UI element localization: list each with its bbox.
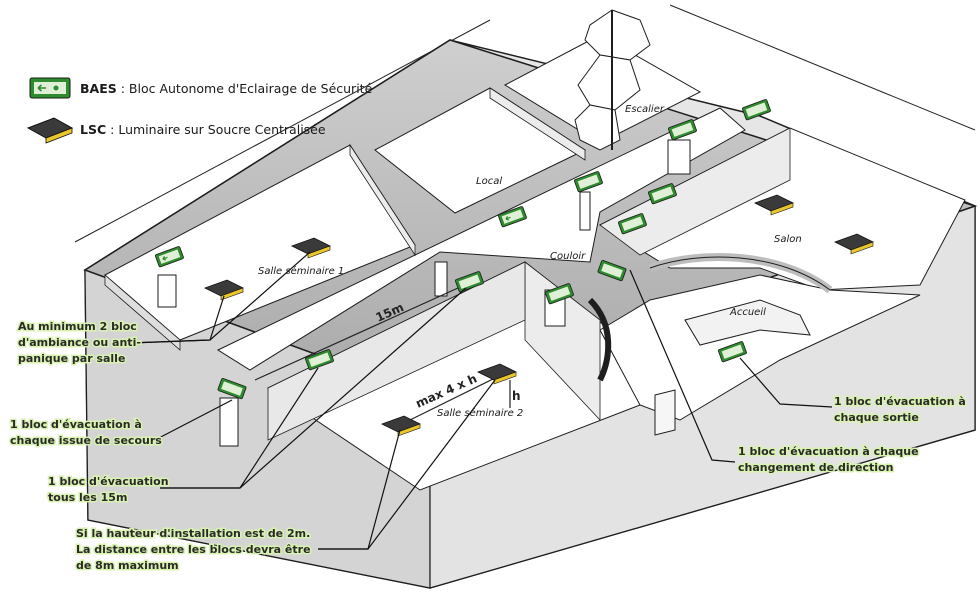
reception-desk [684, 299, 811, 346]
lsc-luminaire-icon [290, 237, 332, 259]
label-escalier: Escalier [625, 104, 665, 115]
door-salle1 [157, 274, 177, 308]
inner-wall-face-5 [267, 261, 526, 441]
lsc-luminaire-icon [753, 194, 795, 216]
room-couloir [216, 107, 746, 371]
baes-sign-icon [668, 119, 697, 141]
inner-wall-face-3 [489, 87, 586, 161]
label-couloir: Couloir [550, 251, 586, 262]
room-accueil [599, 274, 921, 421]
annotation-sortie: 1 bloc d'évacuation à chaque sortie [834, 395, 970, 424]
baes-sign-icon [545, 283, 574, 305]
curved-wall-accueil-edge [649, 256, 831, 291]
leader-lines [129, 251, 833, 550]
baes-sign-icon [742, 99, 771, 121]
entrance-door [654, 389, 676, 436]
lsc-luminaire-icon [380, 415, 422, 437]
baes-sign-icon [597, 260, 627, 282]
legend-lsc: LSC : Luminaire sur Soucre Centralisée [80, 122, 326, 137]
baes-sign-icon [455, 271, 484, 293]
door-salle2 [434, 261, 448, 297]
lsc-luminaire-icon [833, 233, 875, 255]
lsc-luminaire-icon [26, 117, 74, 144]
annotation-issue-secours: 1 bloc d'évacuation à chaque issue de se… [10, 418, 162, 447]
label-accueil: Accueil [729, 307, 766, 318]
baes-sign-icon [155, 246, 184, 268]
label-salle-seminaire-1: Salle séminaire 1 [258, 265, 344, 277]
label-salon: Salon [774, 234, 802, 245]
baes-sign-icon [574, 171, 603, 193]
door-escalier [667, 139, 691, 175]
legend-baes: BAES : Bloc Autonome d'Eclairage de Sécu… [80, 81, 373, 96]
legend: BAES : Bloc Autonome d'Eclairage de Sécu… [26, 77, 373, 144]
inner-wall-face-2 [349, 143, 416, 257]
door-emergency-exit [219, 397, 239, 447]
baes-sign-icon [718, 341, 747, 363]
inner-wall-face-6 [599, 127, 791, 256]
annotation-ambiance: Au minimum 2 bloc d'ambiance ou anti- pa… [18, 320, 145, 365]
baes-sign-icon [305, 349, 334, 371]
inner-wall-face-1 [104, 274, 181, 351]
lsc-luminaire-icon [476, 363, 518, 385]
baes-sign-icon [498, 206, 527, 228]
door-local [579, 191, 591, 231]
annotation-tous-15m: 1 bloc d'évacuation tous les 15m [48, 475, 172, 504]
label-salle-seminaire-2: Salle séminaire 2 [437, 407, 523, 419]
curved-wall-salle2 [587, 297, 612, 382]
baes-sign-icon [618, 213, 647, 235]
annotation-direction: 1 bloc d'évacuation à chaque changement … [738, 445, 922, 474]
dimension-line-15m [254, 277, 481, 381]
dimension-guide-left [74, 19, 491, 243]
dimension-label-h: h [512, 389, 521, 403]
baes-sign-icon [217, 378, 247, 400]
lsc-luminaire-icon [203, 279, 245, 301]
baes-sign-icon [648, 183, 677, 205]
baes-sign-icon [29, 77, 71, 99]
dimension-line-4h [409, 377, 496, 421]
annotation-hauteur: Si la hauteur d'installation est de 2m. … [76, 527, 314, 572]
label-local: Local [476, 176, 502, 187]
dimension-guide-right [669, 4, 976, 131]
spiral-staircase [574, 9, 651, 151]
